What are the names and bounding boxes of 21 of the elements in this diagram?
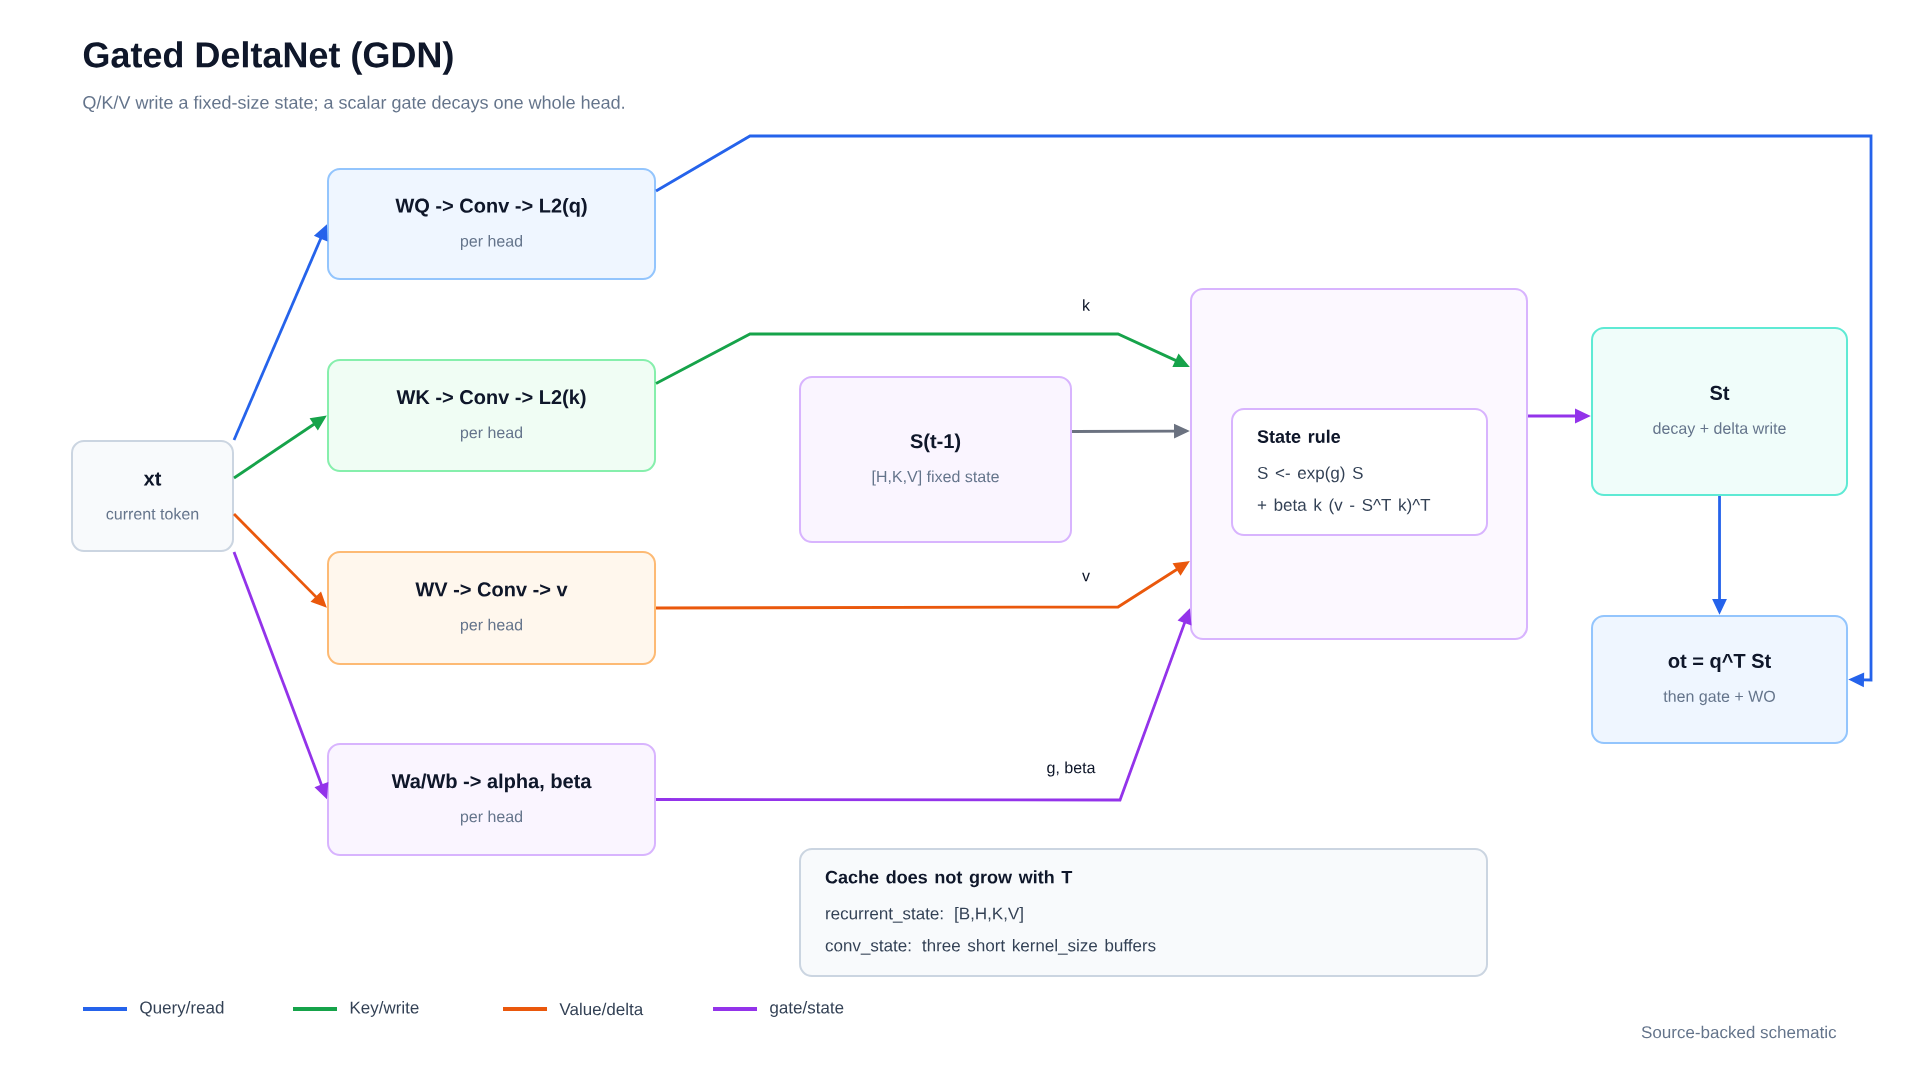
process-box: WV -> Conv -> v per head bbox=[327, 551, 656, 665]
title: Gated DeltaNet (GDN) bbox=[83, 41, 453, 75]
subtitle: Q/K/V write a fixed-size state; a scalar gate decays one whole head. bbox=[83, 95, 624, 113]
formula-box: State rule S <- exp(g) S + beta k (v - S^T k)^T bbox=[1231, 408, 1488, 536]
edge-label: v bbox=[1080, 570, 1092, 584]
process-box: St decay + delta write bbox=[1591, 327, 1848, 496]
process-box: WQ -> Conv -> L2(q) per head bbox=[327, 168, 656, 280]
process-box: Wa/Wb -> alpha, beta per head bbox=[327, 743, 656, 856]
input-box: xt current token bbox=[71, 440, 234, 552]
process-box: WK -> Conv -> L2(k) per head bbox=[327, 359, 656, 472]
note-box: Cache does not grow with T recurrent_state: [B,H,K,V] conv_state: three short kernel_size buffers bbox=[799, 848, 1488, 977]
edge-label: g, beta bbox=[1044, 759, 1098, 779]
legend-label: Value/delta bbox=[559, 1002, 644, 1016]
footnote: Source-backed schematic bbox=[1641, 1025, 1837, 1039]
state-box: S(t-1) [H,K,V] fixed state bbox=[799, 376, 1072, 543]
edge-label: k bbox=[1080, 297, 1092, 313]
legend-label: gate/state bbox=[770, 1001, 844, 1017]
legend-label: Query/read bbox=[140, 1001, 224, 1017]
legend-label: Key/write bbox=[350, 1001, 419, 1017]
process-box: ot = q^T St then gate + WO bbox=[1591, 615, 1848, 744]
arrow bbox=[655, 134, 1873, 688]
